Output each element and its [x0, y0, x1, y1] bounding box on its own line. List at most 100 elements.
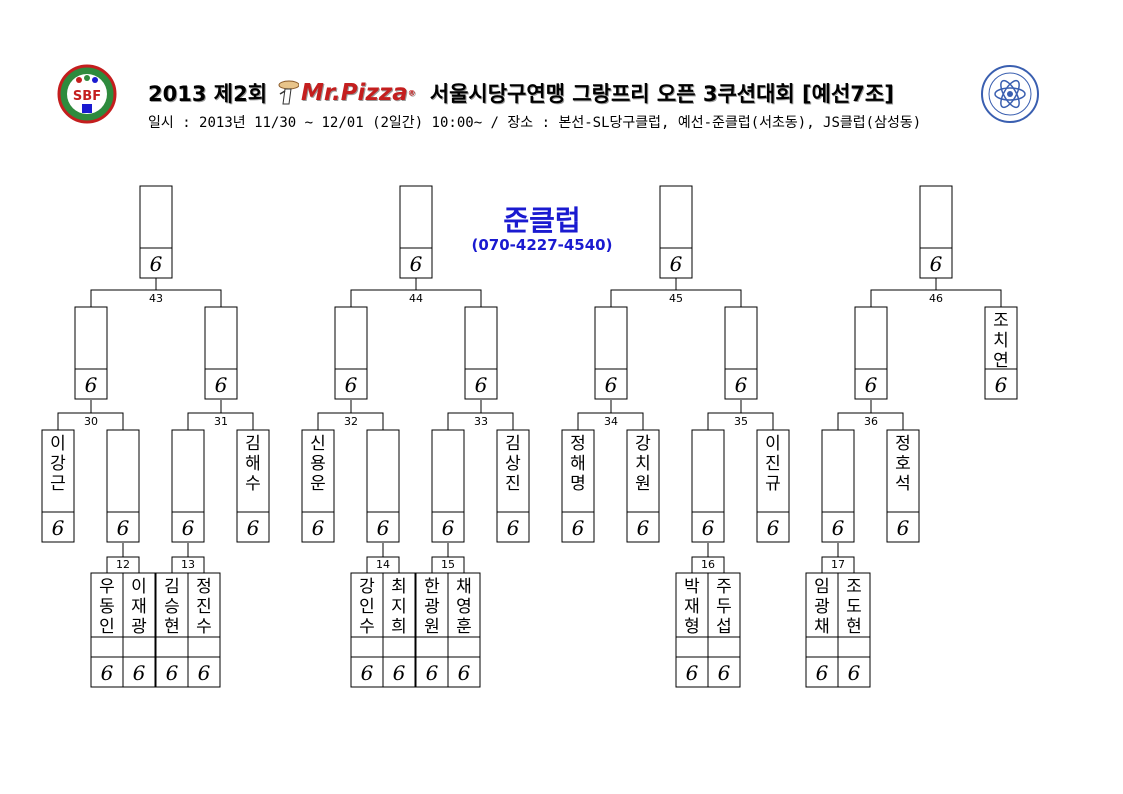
match-number-32: 32	[344, 415, 358, 428]
slot-box	[496, 429, 530, 543]
score-value: 6	[572, 516, 585, 540]
match-number-45: 45	[669, 292, 683, 305]
federation-seal-logo	[980, 64, 1040, 124]
slot-box	[431, 429, 465, 543]
player-slot-empty: 6	[659, 185, 693, 279]
slot-box	[447, 572, 481, 688]
slot-box	[659, 185, 693, 279]
slot-box	[74, 306, 108, 400]
match-number-36: 36	[864, 415, 878, 428]
slot-box	[122, 572, 156, 688]
slot-box	[919, 185, 953, 279]
slot-box	[171, 429, 205, 543]
score-value: 6	[117, 516, 130, 540]
slot-box	[691, 429, 725, 543]
match-number-35: 35	[734, 415, 748, 428]
sbf-logo: SBF	[57, 64, 117, 124]
player-slot-empty: 6	[594, 306, 628, 400]
score-value: 6	[182, 516, 195, 540]
score-value: 6	[735, 373, 748, 397]
slot-box	[675, 572, 709, 688]
slot-box	[334, 306, 368, 400]
score-value: 6	[702, 516, 715, 540]
player-slot-empty: 6	[366, 429, 400, 543]
match-number-46: 46	[929, 292, 943, 305]
score-value: 6	[475, 373, 488, 397]
player-slot-empty: 6	[139, 185, 173, 279]
bracket-lines	[57, 277, 1002, 573]
match-number-12: 12	[116, 558, 130, 571]
match-number-30: 30	[84, 415, 98, 428]
score-value: 6	[605, 373, 618, 397]
score-value: 6	[426, 661, 439, 685]
venue-phone: (070-4227-4540)	[471, 236, 613, 254]
player-slot-empty: 6	[106, 429, 140, 543]
score-value: 6	[686, 661, 699, 685]
slot-box	[821, 429, 855, 543]
score-value: 6	[361, 661, 374, 685]
slot-box	[236, 429, 270, 543]
player-slot-empty: 6	[919, 185, 953, 279]
score-value: 6	[52, 516, 65, 540]
match-number-17: 17	[831, 558, 845, 571]
slot-box	[41, 429, 75, 543]
match-number-31: 31	[214, 415, 228, 428]
player-slot-empty: 6	[724, 306, 758, 400]
pizza-chef-icon	[277, 80, 300, 106]
score-value: 6	[198, 661, 211, 685]
slot-box	[415, 572, 449, 688]
brand-logo: Mr.Pizza®	[277, 80, 416, 106]
slot-box	[886, 429, 920, 543]
score-value: 6	[410, 252, 423, 276]
score-value: 6	[150, 252, 163, 276]
slot-box	[984, 306, 1018, 400]
slot-box	[854, 306, 888, 400]
player-slot-empty: 6	[854, 306, 888, 400]
slot-box	[805, 572, 839, 688]
player-slot-empty: 6	[334, 306, 368, 400]
score-value: 6	[930, 252, 943, 276]
slot-box	[106, 429, 140, 543]
score-value: 6	[637, 516, 650, 540]
player-slot-empty: 6	[691, 429, 725, 543]
match-number-14: 14	[376, 558, 390, 571]
slot-box	[382, 572, 416, 688]
score-value: 6	[816, 661, 829, 685]
slot-box	[155, 572, 189, 688]
score-value: 6	[995, 373, 1008, 397]
score-value: 6	[393, 661, 406, 685]
player-slot-empty: 6	[171, 429, 205, 543]
svg-text:SBF: SBF	[73, 89, 101, 104]
score-value: 6	[507, 516, 520, 540]
score-value: 6	[832, 516, 845, 540]
